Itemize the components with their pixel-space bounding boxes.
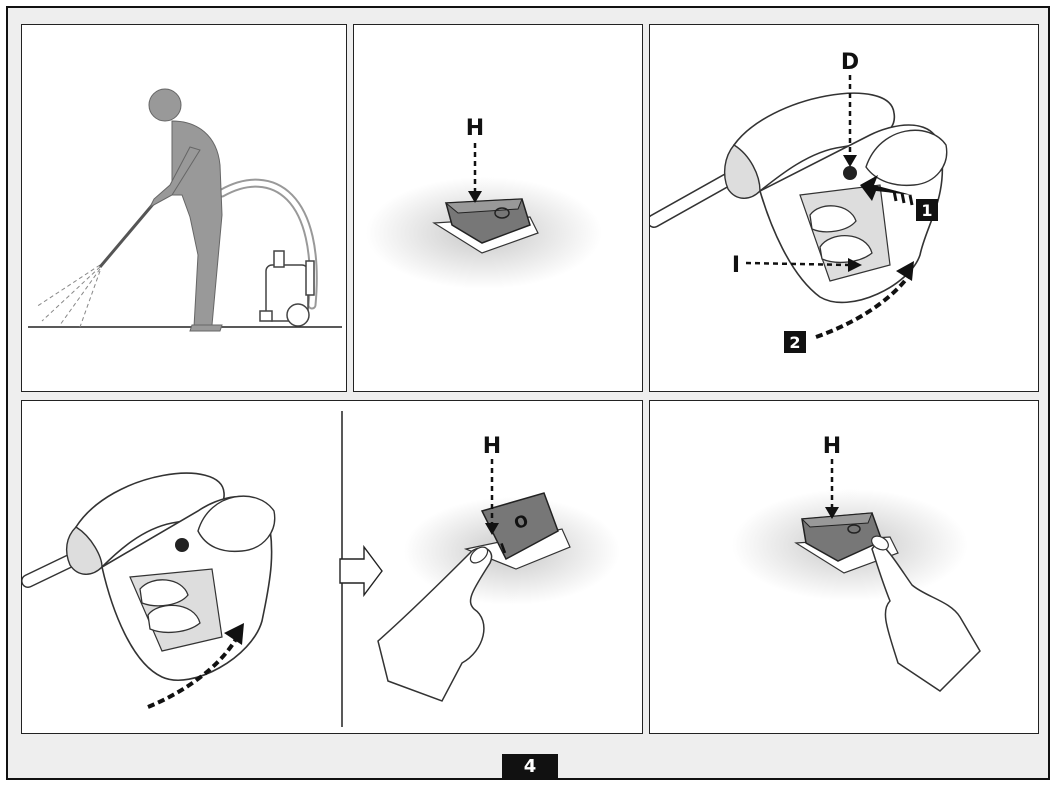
panel-gun-trigger-pull-and-switch-on: O I H xyxy=(21,400,643,734)
operator-illustration xyxy=(28,88,342,332)
panel-main-switch-press: H xyxy=(649,400,1039,734)
spray-gun-illustration: D 1 I 2 xyxy=(650,50,948,353)
step-2-badge xyxy=(784,331,806,353)
switch-press-illustration: H xyxy=(732,434,981,692)
switch-off-mark: O xyxy=(511,511,530,534)
switch-on-mark: I xyxy=(498,541,508,558)
panel-operator-spraying xyxy=(21,24,347,392)
switch-illustration: H xyxy=(366,116,602,289)
switch-h-label-2: H xyxy=(483,434,501,459)
panel-gun-lock-release: D 1 I 2 xyxy=(649,24,1039,392)
step-1-badge xyxy=(916,199,938,221)
panel-main-switch-off: H xyxy=(353,24,643,392)
step-2-label: 2 xyxy=(789,333,800,352)
switch-h-label: H xyxy=(466,116,484,141)
lock-d-label: D xyxy=(841,50,859,75)
trigger-i-label: I xyxy=(732,253,740,278)
switch-h-label-3: H xyxy=(823,434,841,459)
trigger-and-switch-illustration: O I H xyxy=(22,411,620,727)
page-number: 4 xyxy=(502,754,558,780)
step-1-label: 1 xyxy=(921,201,932,220)
manual-page: H D xyxy=(6,6,1050,780)
